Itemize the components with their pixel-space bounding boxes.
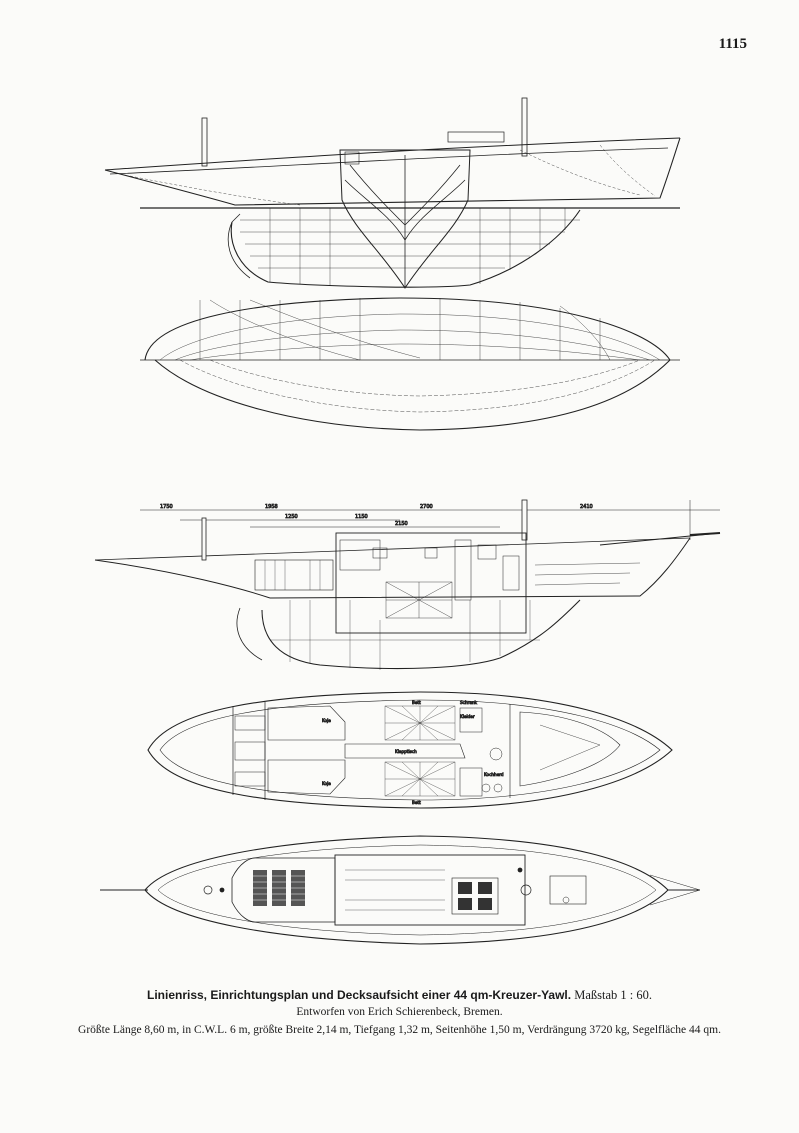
svg-text:Bett: Bett [412,700,421,705]
deck-plan-view [100,835,701,945]
svg-text:1958: 1958 [265,504,278,510]
svg-text:Bett: Bett [412,800,421,805]
svg-text:Kleider: Kleider [460,714,475,719]
svg-text:Schrank: Schrank [460,700,478,705]
caption-title: Linienriss, Einrichtungsplan und Decksau… [0,988,799,1003]
svg-text:1750: 1750 [160,504,173,510]
arrangement-plan-view: Koje Koje Klapptisch Bett Bett Kochherd … [147,691,673,809]
svg-text:Klapptisch: Klapptisch [395,749,417,754]
caption-title-bold: Linienriss, Einrichtungsplan und Decksau… [146,988,572,1002]
caption-specs: Größte Länge 8,60 m, in C.W.L. 6 m, größ… [78,1024,721,1036]
svg-text:2410: 2410 [580,504,593,510]
lines-profile-view [104,97,681,289]
lines-half-breadth-view [140,297,680,431]
caption-designer: Entworfen von Erich Schierenbeck, Bremen… [296,1006,503,1018]
caption-scale: Maßstab 1 : 60. [574,988,652,1002]
svg-text:Koje: Koje [322,718,331,723]
arrangement-profile-view: 1958 1750 2700 2410 1250 1150 2150 [94,499,721,670]
svg-text:Koje: Koje [322,781,331,786]
yacht-drawings: 1958 1750 2700 2410 1250 1150 2150 [94,97,721,945]
svg-text:1250: 1250 [285,514,298,520]
svg-text:2700: 2700 [420,504,433,510]
svg-text:2150: 2150 [395,521,408,527]
svg-text:1150: 1150 [355,514,368,520]
page-number: 1115 [718,36,747,52]
svg-text:Kochherd: Kochherd [484,772,504,777]
